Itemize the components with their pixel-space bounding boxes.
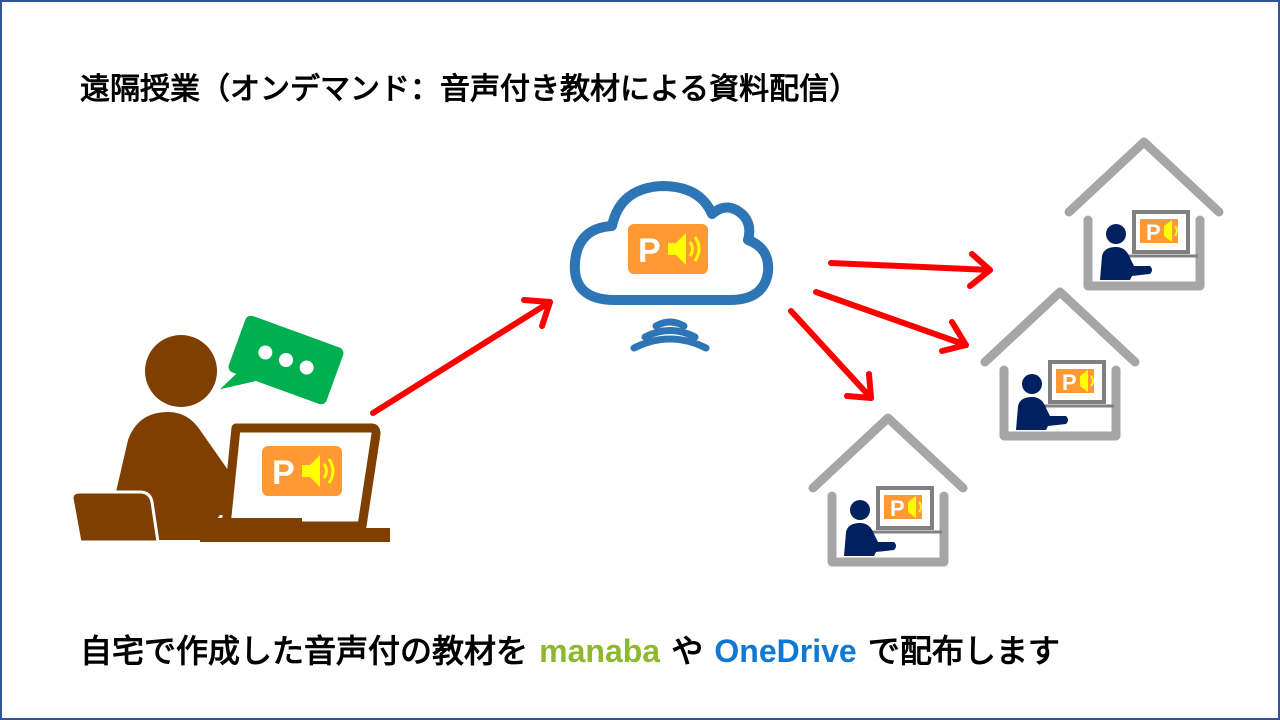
- slide-audio-icon: [260, 444, 344, 498]
- caption-prefix: 自宅で作成した音声付の教材を: [80, 632, 540, 670]
- arrow-icon: [813, 289, 969, 354]
- caption-suffix: で配布します: [856, 632, 1060, 670]
- desk: [200, 528, 390, 542]
- wifi-signal-icon: [630, 318, 710, 352]
- chair-icon: [70, 490, 160, 544]
- arrow-icon: [370, 297, 553, 416]
- arrow-icon: [788, 308, 874, 401]
- house-icon: [813, 418, 963, 562]
- cloud-icon: [569, 181, 774, 305]
- slide-audio-icon: [626, 222, 710, 276]
- house-icon: [1069, 142, 1219, 286]
- arrow-icon: [828, 251, 993, 289]
- teacher-head: [145, 335, 217, 407]
- teacher-illustration: [70, 315, 390, 544]
- manaba-label: manaba: [539, 633, 661, 669]
- speech-bubble-icon: [220, 315, 344, 405]
- slide-title: 遠隔授業（オンデマンド：音声付き教材による資料配信）: [80, 72, 860, 107]
- caption-middle: や: [660, 632, 715, 670]
- onedrive-label: OneDrive: [714, 633, 857, 669]
- house-icon: [985, 292, 1135, 436]
- slide-caption: 自宅で作成した音声付の教材を manaba や OneDrive で配布します: [80, 626, 1060, 672]
